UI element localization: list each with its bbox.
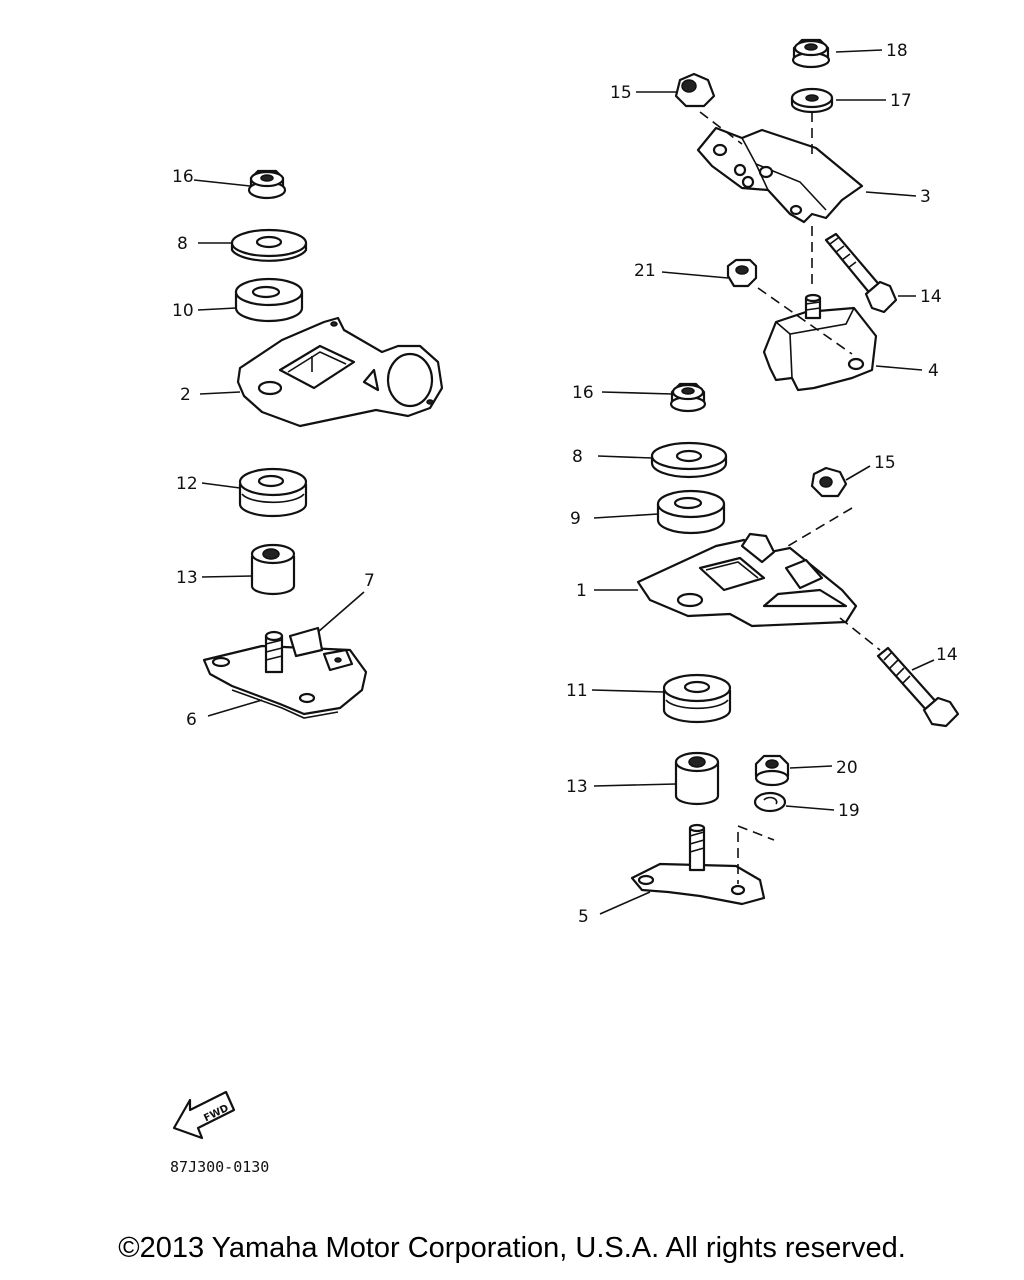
part-16-nut-right (669, 382, 707, 413)
callout-15-middle: 15 (874, 453, 896, 473)
part-9-cushion (656, 489, 726, 535)
part-14-bolt-top (824, 232, 898, 314)
diagram-code: 87J300-0130 (170, 1158, 269, 1176)
part-21-nut (726, 258, 758, 288)
part-8-washer-right (650, 441, 728, 479)
part-14-bolt-lower (876, 646, 960, 728)
callout-14-lower: 14 (936, 645, 958, 665)
part-20-nut (754, 754, 790, 787)
callout-8-right: 8 (572, 447, 583, 467)
copyright-notice: ©2013 Yamaha Motor Corporation, U.S.A. A… (118, 1232, 906, 1264)
callout-1: 1 (576, 581, 587, 601)
part-8-washer-left (230, 228, 308, 262)
callout-4: 4 (928, 361, 939, 381)
callout-9: 9 (570, 509, 581, 529)
callout-21: 21 (634, 261, 656, 281)
callout-20: 20 (836, 758, 858, 778)
callout-10: 10 (172, 301, 194, 321)
part-4-mount (762, 293, 878, 392)
part-2-bracket (236, 316, 444, 428)
fwd-arrow-icon: FWD (172, 1090, 236, 1140)
callout-3: 3 (920, 187, 931, 207)
part-18-nut (791, 38, 831, 69)
callout-6: 6 (186, 710, 197, 730)
callout-12: 12 (176, 474, 198, 494)
callout-14-top: 14 (920, 287, 942, 307)
callout-labels: 16 8 10 2 12 13 7 6 18 15 17 3 21 14 4 1… (172, 41, 958, 927)
callout-2: 2 (180, 385, 191, 405)
part-3-bracket (696, 126, 864, 224)
callout-19: 19 (838, 801, 860, 821)
callout-16-right: 16 (572, 383, 594, 403)
part-13-collar-left (250, 543, 296, 596)
part-5-plate (630, 823, 766, 906)
callout-15-top: 15 (610, 83, 632, 103)
part-16-nut-left (247, 169, 287, 200)
callout-5: 5 (578, 907, 589, 927)
part-6-plate (202, 626, 368, 719)
part-1-bracket (636, 532, 858, 628)
part-19-lock-washer (753, 791, 787, 813)
part-12-grommet (238, 467, 308, 518)
callout-13-left: 13 (176, 568, 198, 588)
part-15-nut-middle (810, 466, 848, 498)
callout-11: 11 (566, 681, 588, 701)
callout-16-left: 16 (172, 167, 194, 187)
callout-13-right: 13 (566, 777, 588, 797)
part-15-nut-top (674, 72, 716, 108)
leader-lines (193, 49, 935, 915)
callout-17: 17 (890, 91, 912, 111)
part-11-grommet (662, 673, 732, 724)
callout-7: 7 (364, 571, 375, 591)
alignment-lines (699, 111, 881, 884)
part-13-collar-right (674, 751, 720, 806)
callout-8-left: 8 (177, 234, 188, 254)
callout-18: 18 (886, 41, 908, 61)
part-17-washer (790, 87, 834, 114)
part-10-cushion (234, 277, 304, 323)
